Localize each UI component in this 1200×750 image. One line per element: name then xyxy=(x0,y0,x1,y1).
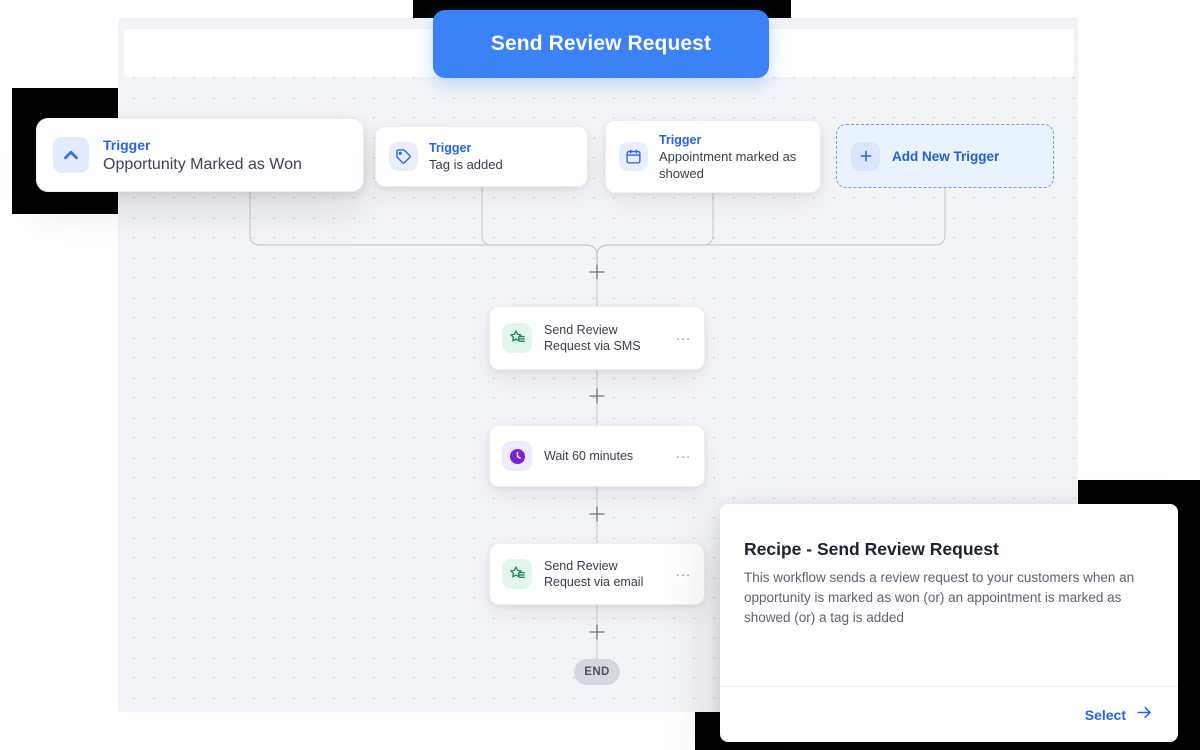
end-badge: END xyxy=(574,659,620,685)
action-node-label: Wait 60 minutes xyxy=(544,449,634,463)
trigger-name-label: Tag is added xyxy=(429,157,503,172)
chevron-up-icon xyxy=(53,137,89,173)
select-button-label[interactable]: Select xyxy=(1084,706,1126,723)
recipe-footer: Select xyxy=(720,686,1178,742)
trigger-card-opportunity-won[interactable]: Trigger Opportunity Marked as Won xyxy=(36,118,364,192)
review-star-icon xyxy=(502,559,532,589)
trigger-card-tag-added[interactable]: Trigger Tag is added xyxy=(375,126,588,187)
trigger-kind-label: Trigger xyxy=(659,132,702,147)
tag-icon xyxy=(389,142,418,171)
add-new-trigger-label: Add New Trigger xyxy=(892,148,1000,164)
calendar-icon xyxy=(619,142,648,171)
action-node-menu-icon[interactable]: … xyxy=(675,326,692,344)
trigger-name-label: Appointment marked as showed xyxy=(659,148,797,181)
action-node-menu-icon[interactable]: … xyxy=(675,444,692,462)
action-node-send-sms[interactable]: Send Review Request via SMS … xyxy=(489,306,705,370)
recipe-panel: Recipe - Send Review Request This workfl… xyxy=(720,504,1178,742)
action-node-send-email[interactable]: Send Review Request via email … xyxy=(489,543,705,605)
action-node-menu-icon[interactable]: … xyxy=(675,562,692,580)
action-node-label: Send Review Request via email xyxy=(544,559,644,589)
trigger-name-label: Opportunity Marked as Won xyxy=(103,155,302,173)
recipe-body: Recipe - Send Review Request This workfl… xyxy=(720,504,1178,686)
trigger-kind-label: Trigger xyxy=(103,136,151,153)
add-new-trigger-button[interactable]: Add New Trigger xyxy=(836,124,1054,188)
plus-icon xyxy=(851,141,880,171)
action-node-wait[interactable]: Wait 60 minutes … xyxy=(489,425,705,487)
end-badge-label: END xyxy=(584,666,610,678)
recipe-title: Recipe - Send Review Request xyxy=(744,539,999,559)
recipe-description: This workflow sends a review request to … xyxy=(744,570,1135,625)
trigger-kind-label: Trigger xyxy=(429,141,472,155)
workflow-title-pill[interactable]: Send Review Request xyxy=(433,10,769,78)
trigger-card-appointment-showed[interactable]: Trigger Appointment marked as showed xyxy=(605,120,821,193)
clock-icon xyxy=(502,441,532,471)
arrow-right-icon[interactable] xyxy=(1135,703,1154,727)
action-node-label: Send Review Request via SMS xyxy=(544,323,641,353)
workflow-title-label: Send Review Request xyxy=(490,32,712,55)
review-star-icon xyxy=(502,323,532,353)
